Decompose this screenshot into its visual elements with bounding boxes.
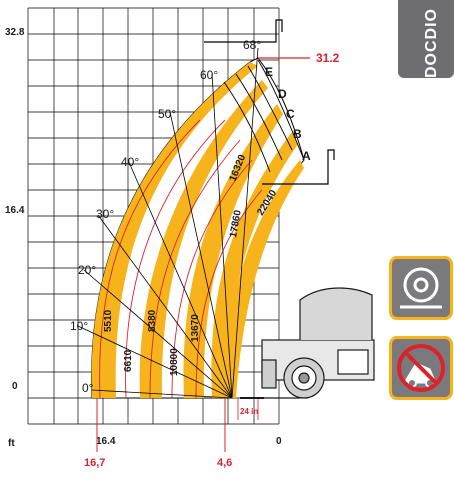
y-tick-0: 0 — [12, 381, 18, 392]
telehandler-front — [240, 287, 375, 399]
angle-40: 40° — [121, 155, 139, 169]
extension-arcs — [223, 59, 305, 173]
capacity-5510: 5510 — [103, 309, 114, 332]
clearance-label: 24 in — [240, 407, 258, 416]
side-hook-icon — [262, 149, 335, 185]
extension-A: A — [302, 149, 311, 163]
x-tick-16-4: 16.4 — [96, 436, 116, 447]
stabilizer-pad-icon — [389, 256, 453, 320]
top-hook-icon — [204, 19, 283, 43]
band-13670 — [183, 104, 283, 398]
capacity-10800: 10800 — [169, 348, 180, 376]
band-8380 — [139, 80, 268, 398]
angle-0: 0° — [82, 381, 94, 395]
angle-20: 20° — [78, 263, 96, 277]
reach-left-label: 16,7 — [84, 457, 105, 469]
unit-label: ft — [8, 438, 15, 449]
reach-mid-label: 4,6 — [217, 457, 232, 469]
extension-E: E — [265, 65, 273, 79]
max-height-label: 31.2 — [316, 51, 340, 65]
angle-10: 10° — [70, 319, 88, 333]
x-tick-0: 0 — [276, 436, 282, 447]
y-tick-32-8: 32.8 — [5, 27, 25, 38]
capacity-17860: 17860 — [228, 209, 244, 239]
side-tab: DOCDIO — [398, 0, 454, 78]
band-5510 — [91, 62, 258, 398]
y-tick-16-4: 16.4 — [5, 205, 25, 216]
capacity-13670: 13670 — [190, 314, 201, 342]
side-tab-text: DOCDIO — [423, 8, 440, 78]
capacity-8380: 8380 — [147, 309, 158, 332]
no-tipping-icon — [389, 336, 453, 400]
angle-68: 68° — [243, 38, 261, 52]
angle-rays — [77, 47, 259, 399]
extension-C: C — [286, 107, 295, 121]
angle-60: 60° — [200, 68, 218, 82]
extension-D: D — [278, 87, 287, 101]
extension-B: B — [293, 127, 302, 141]
capacity-curves — [99, 119, 263, 399]
angle-30: 30° — [96, 207, 114, 221]
capacity-6610: 6610 — [123, 349, 134, 372]
angle-50: 50° — [158, 107, 176, 121]
